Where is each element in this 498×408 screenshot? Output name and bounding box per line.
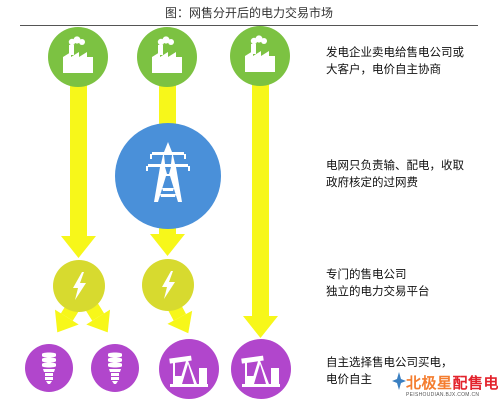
description-line: 自主选择售电公司买电， xyxy=(326,357,453,369)
sales-company-node-2 xyxy=(142,259,194,311)
description-grid: 电网只负责输、配电，收取 政府核定的过网费 xyxy=(326,158,464,192)
description-line: 独立的电力交易平台 xyxy=(326,286,430,298)
description-line: 发电企业卖电给售电公司或 xyxy=(326,47,464,59)
description-line: 大客户，电价自主协商 xyxy=(326,64,441,76)
flow-arrows xyxy=(54,82,278,338)
user-node-3 xyxy=(159,339,219,399)
description-line: 专门的售电公司 xyxy=(326,269,407,281)
power-plant-node-2 xyxy=(137,27,197,87)
arrow-factory1-to-company1 xyxy=(61,84,96,258)
description-line: 电价自主 xyxy=(326,374,372,386)
description-user: 自主选择售电公司买电， 电价自主 xyxy=(326,355,453,389)
power-plant-node-1 xyxy=(48,27,108,87)
figure-title: 图：网售分开后的电力交易市场 xyxy=(164,6,333,20)
user-node-1 xyxy=(25,344,73,392)
description-line: 电网只负责输、配电，收取 xyxy=(326,160,464,172)
power-plant-node-3 xyxy=(230,26,290,86)
description-line: 政府核定的过网费 xyxy=(326,177,418,189)
description-generation: 发电企业卖电给售电公司或 大客户，电价自主协商 xyxy=(326,45,464,79)
user-node-2 xyxy=(91,344,139,392)
description-sales-company: 专门的售电公司 独立的电力交易平台 xyxy=(326,267,430,301)
user-node-4 xyxy=(231,339,291,399)
watermark-logo-icon xyxy=(392,372,406,390)
title-rule xyxy=(20,25,478,26)
watermark: 北极星配售电网 PEISHOUDIAN.BJX.COM.CN xyxy=(392,370,498,404)
arrow-factory3-to-pump2 xyxy=(243,82,278,338)
sales-company-node-1 xyxy=(53,260,105,312)
watermark-brand: 北极星配售电网 xyxy=(406,375,498,392)
watermark-domain: PEISHOUDIAN.BJX.COM.CN xyxy=(406,392,480,398)
power-grid-node xyxy=(115,123,221,229)
